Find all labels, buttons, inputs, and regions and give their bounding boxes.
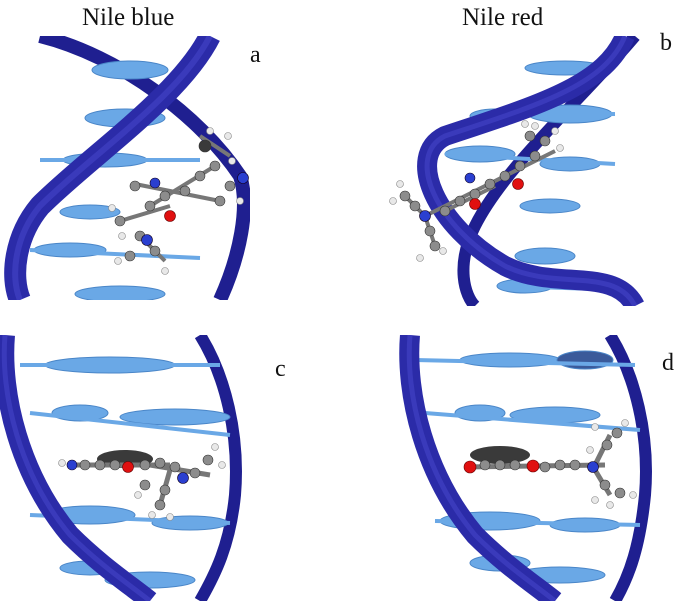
column-title-nile-red: Nile red [462, 4, 544, 31]
panel-c-nile-blue-dna [0, 335, 250, 601]
nile-red-molecule [389, 120, 564, 262]
panel-a-nile-blue-dna [0, 36, 250, 300]
nile-blue-molecule [58, 443, 226, 521]
panel-d-nile-red-dna [395, 335, 655, 601]
nile-blue-molecule [108, 127, 249, 275]
panel-label-b: b [660, 30, 672, 56]
panel-label-a: a [250, 42, 261, 68]
dna-backbone-back [194, 335, 242, 601]
dna-backbone-back [604, 335, 652, 601]
column-title-nile-blue: Nile blue [82, 4, 175, 31]
nile-red-molecule [463, 419, 637, 509]
panel-label-c: c [275, 356, 286, 382]
panel-b-nile-red-dna [385, 36, 645, 306]
panel-label-d: d [662, 350, 674, 376]
